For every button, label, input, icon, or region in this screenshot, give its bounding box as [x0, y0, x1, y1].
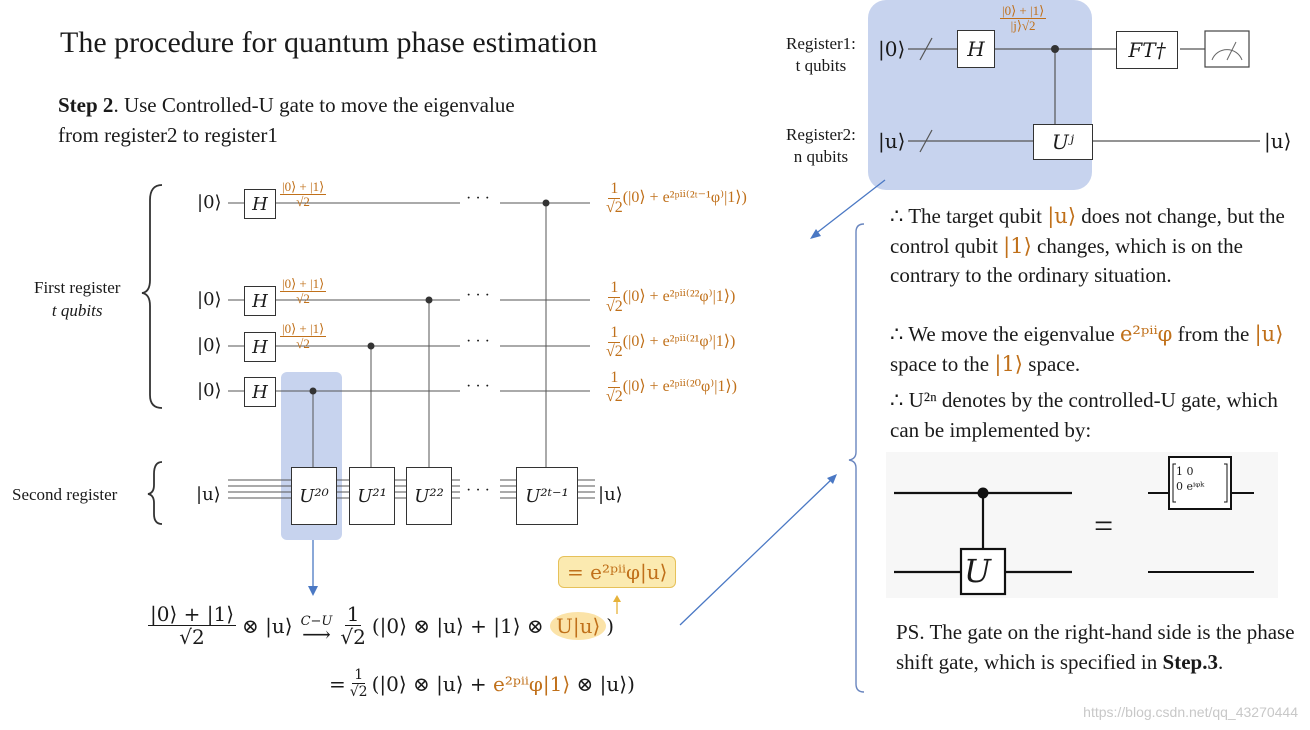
register2-label: Register2:n qubits	[786, 125, 856, 166]
top-h-gate: H	[957, 30, 995, 68]
top-ft-dagger-gate: FT†	[1116, 31, 1178, 69]
input-ket0-3: |0⟩	[197, 335, 222, 356]
ellipsis-3: · · ·	[466, 333, 490, 350]
top-circuit-wires	[908, 30, 1260, 153]
h-annotation-3: |0⟩ + |1⟩√2	[280, 321, 327, 352]
equals-sign: =	[1094, 508, 1114, 545]
output-qubit-3: 1√2(|0⟩ + e²ᵖⁱⁱ⁽²¹φ⁾|1⟩)	[606, 324, 736, 360]
h-gate-4: H	[244, 377, 276, 407]
equivalence-diagram	[894, 456, 1254, 596]
top-annotation: |0⟩ + |1⟩|j⟩√2	[1000, 3, 1047, 34]
step-description: Step 2. Use Controlled-U gate to move th…	[58, 90, 515, 150]
step-text: . Use Controlled-U gate to move the eige…	[113, 93, 515, 117]
h-gate-1: H	[244, 189, 276, 219]
eigenvalue-highlight: = e²ᵖⁱⁱφ|u⟩	[558, 556, 677, 588]
note-controlled-u: ∴ U²ⁿ denotes by the controlled-U gate, …	[890, 388, 1278, 442]
page-title: The procedure for quantum phase estimati…	[60, 26, 598, 59]
output-ket-u: |u⟩	[598, 484, 623, 505]
equation-line2: = 1√2 (|0⟩ ⊗ |u⟩ + e²ᵖⁱⁱφ|1⟩ ⊗ |u⟩)	[329, 667, 635, 701]
top-uj-gate: Uʲ	[1033, 124, 1093, 160]
watermark: https://blog.csdn.net/qq_43270444	[1083, 704, 1298, 720]
u-gate-2pow2: U²²	[406, 467, 452, 525]
step-text-line2: from register2 to register1	[58, 123, 278, 147]
second-register-label: Second register	[12, 485, 118, 504]
ellipsis-4: · · ·	[466, 378, 490, 395]
register1-label: Register1:t qubits	[786, 34, 856, 75]
output-qubit-2: 1√2(|0⟩ + e²ᵖⁱⁱ⁽²²φ⁾|1⟩)	[606, 279, 736, 315]
input-ket0-1: |0⟩	[197, 192, 222, 213]
arrow-up-small	[613, 595, 621, 614]
ellipsis-2: · · ·	[466, 287, 490, 304]
u-gate-2pow0: U²⁰	[291, 467, 337, 525]
h-annotation-2: |0⟩ + |1⟩√2	[280, 276, 327, 307]
output-qubit-1: 1√2(|0⟩ + e²ᵖⁱⁱ⁽²ᵗ⁻¹φ⁾|1⟩)	[606, 180, 747, 216]
arrow-to-implementation	[679, 474, 837, 626]
top-ketu: |u⟩	[878, 129, 906, 153]
u-gate-2pow-t-1: U²ᵗ⁻¹	[516, 467, 578, 525]
h-gate-2: H	[244, 286, 276, 316]
notes-bracket	[848, 223, 865, 693]
top-output-u: |u⟩	[1264, 129, 1292, 153]
output-qubit-4: 1√2(|0⟩ + e²ᵖⁱⁱ⁽²⁰φ⁾|1⟩)	[606, 369, 737, 405]
note-target-qubit: ∴ The target qubit |u⟩ does not change, …	[890, 204, 1285, 287]
input-ket-u: |u⟩	[196, 484, 221, 505]
input-ket0-2: |0⟩	[197, 289, 222, 310]
top-ket0: |0⟩	[878, 37, 906, 61]
ellipsis-5: · · ·	[466, 482, 490, 499]
h-annotation-1: |0⟩ + |1⟩√2	[280, 179, 327, 210]
equation-line1: |0⟩ + |1⟩√2 ⊗ |u⟩ C−U⟶ 1√2 (|0⟩ ⊗ |u⟩ + …	[148, 602, 615, 649]
arrow-down	[308, 540, 318, 596]
step-label: Step 2	[58, 93, 114, 117]
u-gate-2pow1: U²¹	[349, 467, 395, 525]
equiv-u-label: U	[964, 552, 991, 590]
input-ket0-4: |0⟩	[197, 380, 222, 401]
arrow-top-to-notes	[810, 179, 886, 239]
note-ps: PS. The gate on the right-hand side is t…	[896, 620, 1295, 674]
h-gate-3: H	[244, 332, 276, 362]
ellipsis-1: · · ·	[466, 190, 490, 207]
note-move-eigenvalue: ∴ We move the eigenvalue e²ᵖⁱⁱφ from the…	[890, 322, 1284, 376]
